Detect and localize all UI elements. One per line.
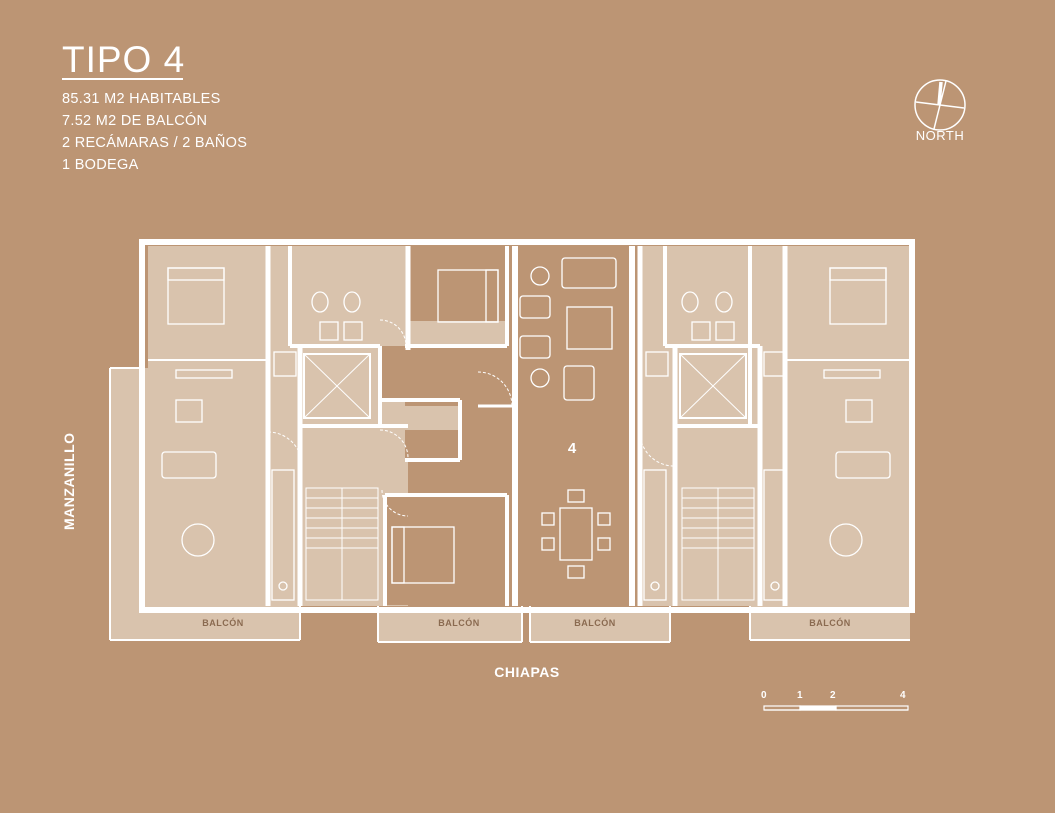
balcony-label-mid-left: BALCÓN (438, 618, 480, 628)
spec-rooms: 2 RECÁMARAS / 2 BAÑOS (62, 135, 248, 151)
spec-habitable-area: 85.31 M2 HABITABLES (62, 91, 221, 107)
north-arrow-icon (914, 79, 966, 131)
compass-label: NORTH (915, 128, 965, 143)
spec-balcony-area: 7.52 M2 DE BALCÓN (62, 113, 208, 129)
street-label-chiapas: CHIAPAS (494, 664, 560, 680)
scale-tick-1: 1 (797, 690, 803, 701)
title-underline (62, 78, 183, 80)
scale-bar (763, 705, 909, 711)
walls (109, 239, 915, 643)
balcony-label-left: BALCÓN (202, 618, 244, 628)
unit-number-label: 4 (567, 440, 577, 457)
door-swings (267, 319, 675, 517)
unit-specs: 85.31 M2 HABITABLES 7.52 M2 DE BALCÓN 2 … (62, 88, 247, 176)
spec-storage: 1 BODEGA (62, 157, 139, 173)
street-label-manzanillo: MANZANILLO (61, 432, 77, 530)
scale-tick-0: 0 (761, 690, 767, 701)
scale-tick-4: 4 (900, 690, 906, 701)
stairs (305, 487, 755, 601)
scale-tick-2: 2 (830, 690, 836, 701)
furniture (161, 257, 891, 601)
balcony-label-mid-right: BALCÓN (574, 618, 616, 628)
unit-title: TIPO 4 (62, 39, 186, 80)
balcony-label-right: BALCÓN (809, 618, 851, 628)
